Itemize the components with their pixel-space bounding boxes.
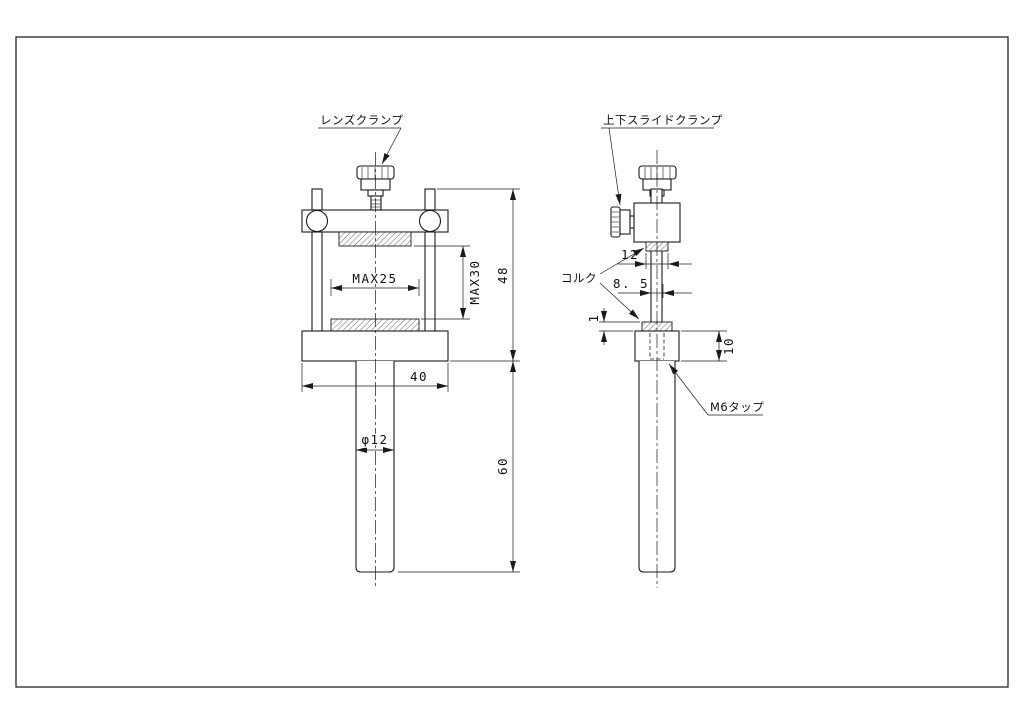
lens-clamp-label: レンズクランプ (320, 113, 403, 127)
front-view (301, 152, 449, 588)
cork-pad-top (338, 231, 412, 247)
dim-8-5: 8. 5 (613, 276, 649, 291)
base-block-front (301, 330, 449, 362)
guide-rod-right-top (424, 188, 436, 211)
bar-boss-left (305, 209, 329, 233)
bar-boss-right (418, 209, 442, 233)
lens-clamp-callout: レンズクランプ (318, 112, 404, 165)
dim-40: 40 (410, 369, 428, 384)
slide-clamp-label: 上下スライドクランプ (603, 113, 723, 127)
dim-10: 10 (721, 337, 736, 355)
sheet-border (15, 36, 1009, 688)
stem-front (355, 361, 395, 573)
side-view (610, 150, 681, 588)
side-dimensions: 12 8. 5 コルク 1 10 (560, 246, 737, 362)
dim-max30: MAX30 (467, 259, 482, 304)
m6-tap-callout: M6タップ (668, 363, 765, 416)
dim-max25: MAX25 (352, 271, 397, 286)
dim-48: 48 (495, 266, 510, 284)
cork-pad-bottom (330, 318, 420, 332)
slide-clamp-knob (610, 206, 635, 238)
guide-rod-left-top (311, 188, 323, 211)
dim-60: 60 (495, 457, 510, 475)
cork-label: コルク (561, 271, 597, 285)
m6-tap-label: M6タップ (710, 400, 764, 414)
guide-rods (311, 232, 436, 331)
front-dimensions: MAX25 MAX30 48 60 40 φ12 (301, 188, 520, 573)
guide-rod-side-top (650, 188, 663, 205)
slide-clamp-callout: 上下スライドクランプ (601, 112, 723, 206)
dim-1: 1 (586, 313, 601, 322)
dim-phi12: φ12 (361, 432, 388, 447)
